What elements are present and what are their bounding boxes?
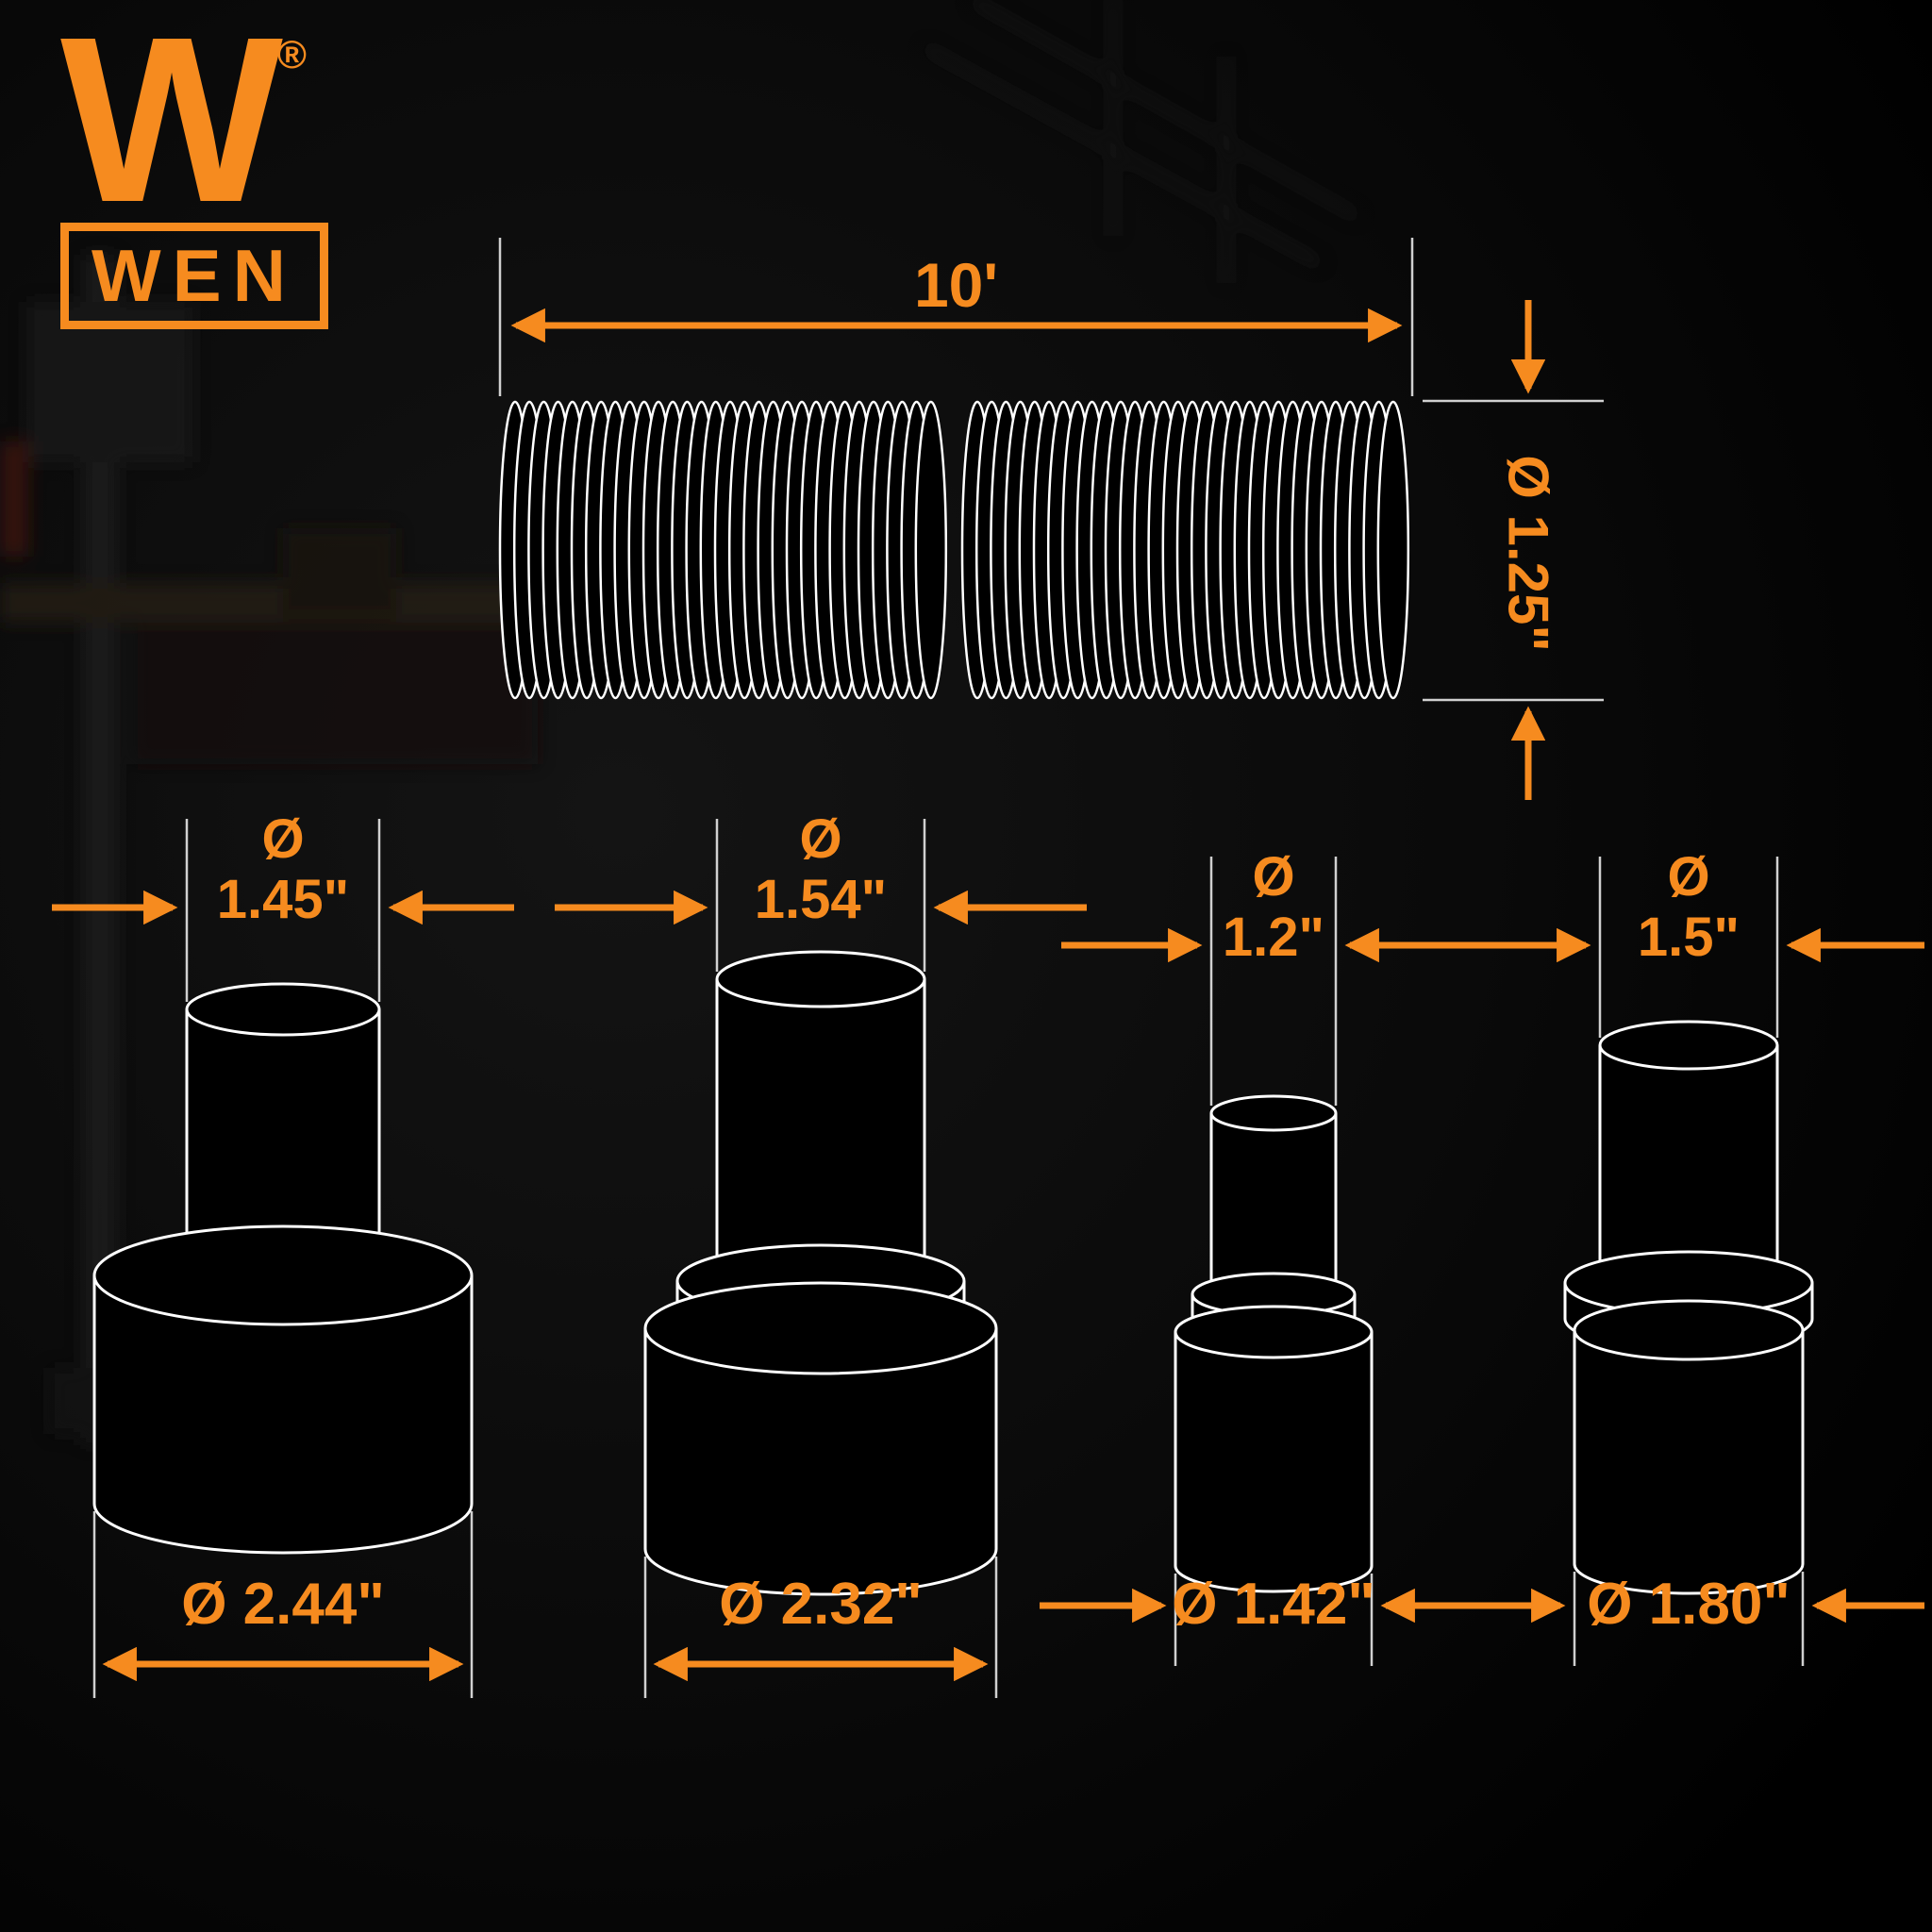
wen-logo-text: WEN bbox=[92, 234, 297, 317]
adapter-1-top-diameter-label: Ø 1.45" bbox=[142, 809, 425, 930]
wen-logo-wordmark: WEN bbox=[60, 223, 328, 329]
adapter-4-bottom-diameter-label: Ø 1.80" bbox=[1587, 1572, 1790, 1637]
diameter-value: 1.45" bbox=[216, 869, 350, 930]
hose-length-dimension bbox=[498, 238, 1414, 396]
hose-rib bbox=[1376, 400, 1410, 700]
wen-logo-w-icon: W bbox=[60, 0, 283, 251]
adapter-3-bottom-diameter-label: Ø 1.42" bbox=[1172, 1572, 1375, 1637]
adapter-4-illustration bbox=[1563, 1020, 1814, 1595]
diameter-value: 1.5" bbox=[1637, 907, 1740, 968]
registered-trademark-mark: ® bbox=[276, 32, 307, 76]
hose-diameter-label: Ø 1.25" bbox=[1496, 455, 1560, 652]
adapter-2-illustration bbox=[643, 950, 998, 1596]
adapter-4-dimensions bbox=[1441, 857, 1924, 1666]
diameter-symbol: Ø bbox=[1252, 846, 1295, 908]
adapter-2-dimensions bbox=[555, 819, 1087, 1698]
adapter-4-top-diameter-label: Ø 1.5" bbox=[1547, 847, 1830, 968]
diameter-symbol: Ø bbox=[799, 808, 842, 870]
adapter-3-top-diameter-label: Ø 1.2" bbox=[1132, 847, 1415, 968]
diameter-symbol: Ø bbox=[1667, 846, 1710, 908]
hose-illustration bbox=[498, 400, 1410, 700]
hose-diameter-dimension bbox=[1423, 300, 1604, 800]
adapter-1-dimensions bbox=[52, 819, 514, 1698]
wen-logo: W® WEN bbox=[60, 0, 328, 329]
adapter-2-top-diameter-label: Ø 1.54" bbox=[679, 809, 962, 930]
adapter-2-bottom-diameter-label: Ø 2.32" bbox=[719, 1572, 923, 1637]
diameter-value: 1.54" bbox=[754, 869, 888, 930]
hose-length-label: 10' bbox=[913, 250, 999, 320]
diameter-value: 1.2" bbox=[1222, 907, 1325, 968]
adapter-1-bottom-diameter-label: Ø 2.44" bbox=[181, 1572, 385, 1637]
hose-rib bbox=[914, 400, 948, 700]
adapter-3-illustration bbox=[1174, 1094, 1374, 1593]
adapter-1-illustration bbox=[92, 982, 474, 1555]
diameter-symbol: Ø bbox=[261, 808, 305, 870]
